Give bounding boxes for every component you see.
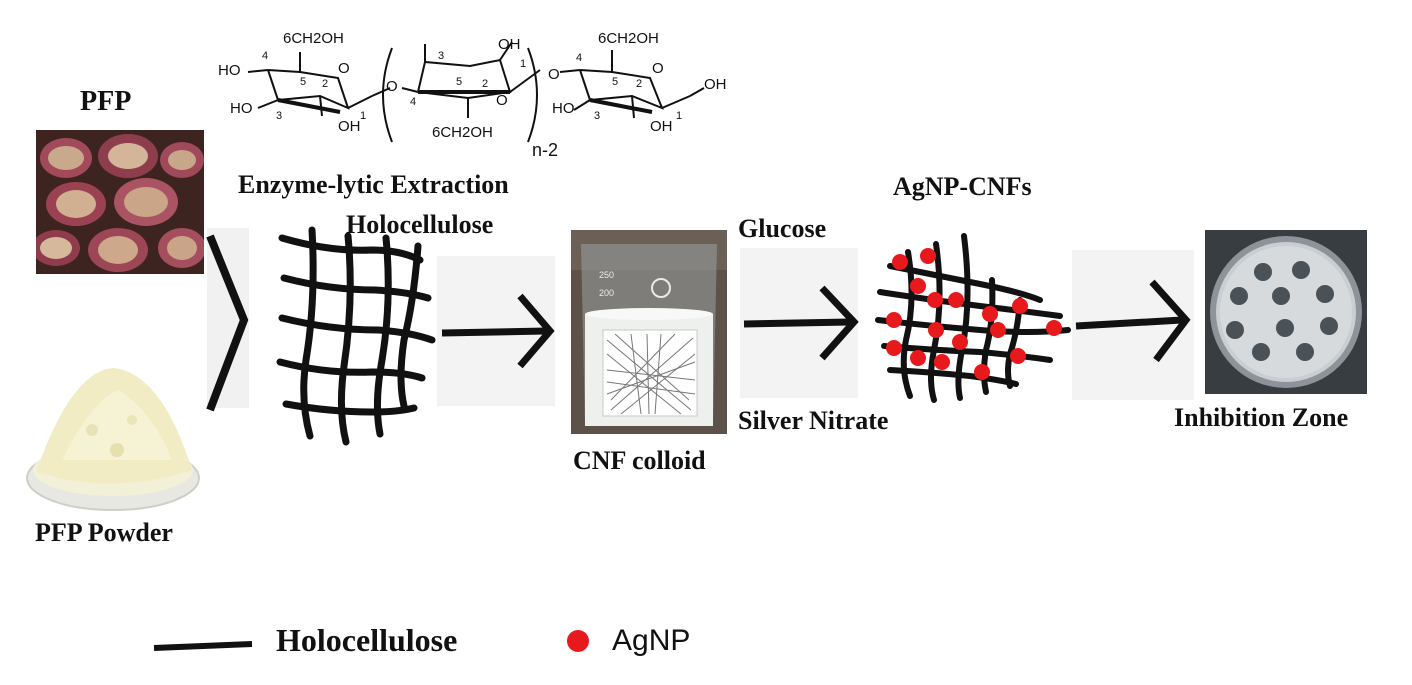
chem-c2-b: 2 (482, 78, 489, 90)
agnp-dot (934, 354, 950, 370)
label-pfp: PFP (80, 86, 132, 117)
chem-c1: 1 (360, 110, 367, 122)
agnp-dot (910, 350, 926, 366)
chem-o-ring-2: O (496, 92, 508, 109)
label-silver-nitrate: Silver Nitrate (738, 406, 889, 435)
agnp-dot (990, 322, 1006, 338)
chem-c5-b: 5 (456, 76, 463, 88)
cnf-colloid-photo: 250 200 (571, 230, 727, 434)
arrow-bg-3 (740, 248, 858, 398)
label-cnf-colloid: CNF colloid (573, 446, 706, 475)
well (1230, 287, 1248, 305)
arrow-bg-2 (437, 256, 555, 406)
svg-text:250: 250 (599, 270, 614, 280)
label-glucose: Glucose (738, 214, 827, 243)
chem-n: n-2 (532, 140, 559, 160)
well (1272, 287, 1290, 305)
chem-ho-2: HO (230, 100, 253, 117)
holocellulose-mesh (276, 226, 436, 446)
chem-c3-b: 3 (438, 50, 445, 62)
agnp-dot (1012, 298, 1028, 314)
chem-oh-1: OH (338, 118, 361, 135)
agnp-dot (952, 334, 968, 350)
label-inhibition-zone: Inhibition Zone (1174, 403, 1349, 432)
agnp-dot (928, 322, 944, 338)
well (1226, 321, 1244, 339)
chem-c4-b: 4 (410, 96, 417, 108)
agnp-dot (886, 312, 902, 328)
agnp-cnf-mesh (875, 233, 1071, 403)
chem-ch2oh-1: 6CH2OH (283, 30, 344, 47)
chem-c2-c: 2 (636, 78, 643, 90)
agnp-dot (974, 364, 990, 380)
agnp-dot (886, 340, 902, 356)
chem-ho-1: HO (218, 62, 241, 79)
chem-c3: 3 (276, 110, 283, 122)
agnp-dot (920, 248, 936, 264)
label-pfp-powder: PFP Powder (35, 518, 173, 547)
agnp-dot (948, 292, 964, 308)
arrow-bg-4 (1072, 250, 1194, 400)
chem-oh-2: OH (498, 36, 521, 53)
agnp-dot (1046, 320, 1062, 336)
legend-line-swatch (153, 641, 253, 651)
label-holocellulose: Holocellulose (346, 210, 494, 239)
chem-ch2oh-3: 6CH2OH (598, 30, 659, 47)
agnp-dot (892, 254, 908, 270)
chem-c2: 2 (322, 78, 329, 90)
well (1316, 285, 1334, 303)
chem-oh-4: OH (704, 76, 727, 93)
well (1276, 319, 1294, 337)
legend-dot-swatch (567, 630, 589, 652)
well (1320, 317, 1338, 335)
chem-c4: 4 (262, 50, 269, 62)
well (1292, 261, 1310, 279)
chem-c4-c: 4 (576, 52, 583, 64)
chem-o-link-1: O (386, 78, 398, 95)
chem-ho-3: HO (552, 100, 575, 117)
pfp-powder-photo (22, 360, 204, 516)
legend-agnp-label: AgNP (612, 624, 691, 657)
chem-c5: 5 (300, 76, 307, 88)
chem-o-link-2: O (548, 66, 560, 83)
agnp-dot (910, 278, 926, 294)
arrow-bg-1 (207, 228, 249, 408)
agnp-dot (1010, 348, 1026, 364)
svg-text:200: 200 (599, 288, 614, 298)
chem-oh-3: OH (650, 118, 673, 135)
chem-c5-c: 5 (612, 76, 619, 88)
well (1252, 343, 1270, 361)
chem-c3-c: 3 (594, 110, 601, 122)
legend-holocellulose-label: Holocellulose (276, 622, 458, 658)
chem-o-1: O (338, 60, 350, 77)
chem-ch2oh-2: 6CH2OH (432, 124, 493, 141)
well (1254, 263, 1272, 281)
label-agnp-cnfs: AgNP-CNFs (893, 172, 1032, 201)
agnp-dot (927, 292, 943, 308)
chem-o-ring-3: O (652, 60, 664, 77)
agnp-dot (982, 306, 998, 322)
inhibition-zone-photo (1205, 230, 1367, 394)
pfp-photo (36, 130, 204, 274)
chem-c1-b: 1 (520, 58, 527, 70)
chem-c1-c: 1 (676, 110, 683, 122)
well (1296, 343, 1314, 361)
agnp-particles (886, 248, 1062, 380)
label-enzyme: Enzyme-lytic Extraction (238, 170, 509, 199)
